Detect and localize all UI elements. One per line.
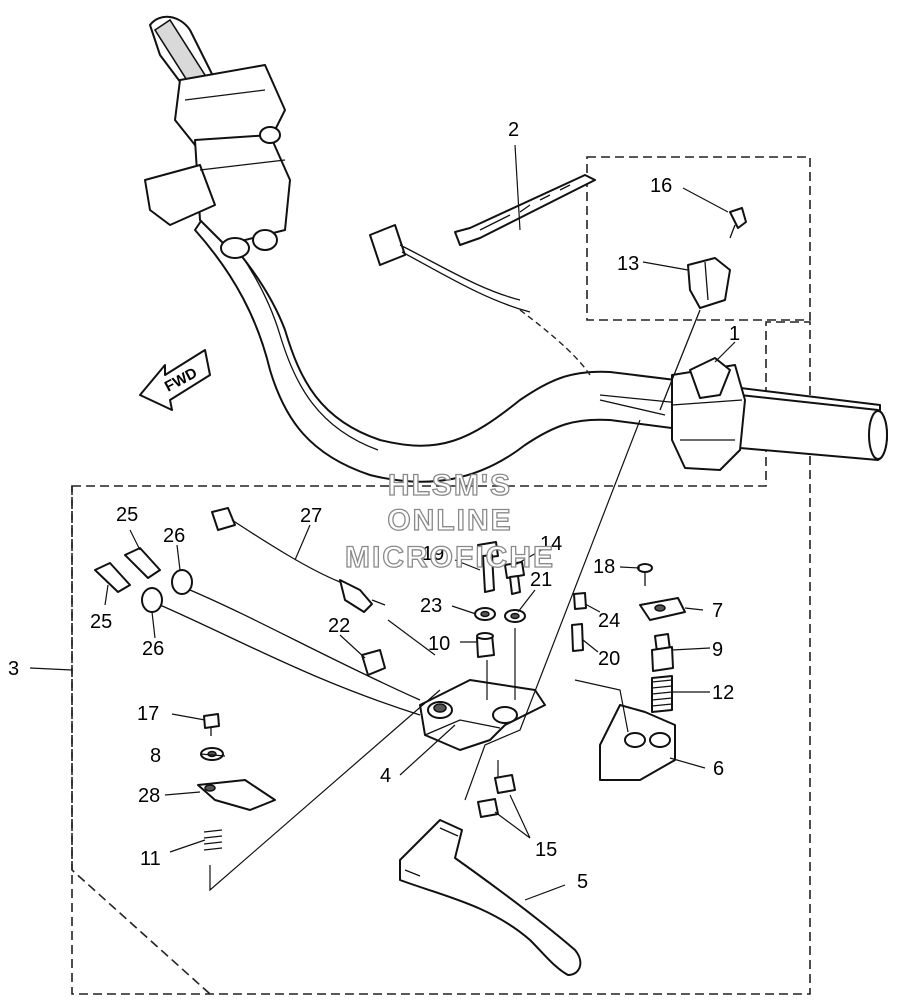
watermark: HLSM'S ONLINE MICROFICHE	[344, 468, 555, 574]
screw-part-16	[729, 207, 747, 239]
screw-part-18	[637, 563, 653, 586]
nuts-part-15	[477, 774, 516, 818]
callout-15: 15	[535, 839, 557, 861]
cable-part-27	[211, 507, 386, 613]
callout-9: 9	[712, 639, 723, 661]
watermark-line-1: HLSM'S	[388, 469, 512, 502]
dowel-part-20	[571, 623, 584, 652]
fwd-arrow: FWD	[139, 349, 211, 411]
callout-7: 7	[712, 600, 723, 622]
collar-part-10	[476, 632, 495, 658]
callout-23: 23	[420, 595, 442, 617]
callout-19: 19	[422, 543, 444, 565]
callout-26-upper: 26	[163, 525, 185, 547]
callout-8: 8	[150, 745, 161, 767]
plate-part-28	[197, 779, 276, 811]
left-grip-assembly	[144, 15, 291, 259]
callout-12: 12	[712, 682, 734, 704]
callout-11: 11	[140, 848, 161, 870]
callout-24: 24	[598, 610, 620, 632]
plate-part-7	[639, 597, 686, 621]
lever-part-5	[399, 819, 582, 976]
callout-13: 13	[617, 253, 639, 275]
callout-6: 6	[713, 758, 724, 780]
callout-3: 3	[8, 658, 19, 680]
adjuster-bolts-part-25	[94, 547, 161, 593]
callout-5: 5	[577, 871, 588, 893]
group-outline-switch	[586, 156, 811, 321]
bolt-part-14	[504, 561, 525, 595]
callout-1: 1	[729, 323, 740, 345]
callout-4: 4	[380, 765, 391, 787]
callout-20: 20	[598, 648, 620, 670]
callout-27: 27	[300, 505, 322, 527]
locknuts-part-26	[141, 569, 421, 716]
cap-part-24	[573, 592, 587, 610]
callout-17: 17	[137, 703, 159, 725]
screw-part-17	[203, 713, 220, 736]
group-outline-lever-assembly	[71, 486, 211, 995]
washer-part-23	[474, 607, 496, 621]
callout-28: 28	[138, 785, 160, 807]
callout-14: 14	[540, 533, 562, 555]
callout-25-upper: 25	[116, 504, 138, 526]
switch-cover-part-13	[659, 257, 731, 411]
switch-bracket-part-6	[599, 704, 676, 781]
callout-26-lower: 26	[142, 638, 164, 660]
callout-2: 2	[508, 119, 519, 141]
right-switch-part-1	[599, 357, 746, 471]
wire-connector	[369, 224, 591, 376]
callout-18: 18	[593, 556, 615, 578]
spring-part-11	[203, 829, 223, 851]
lever-bracket-part-4	[419, 679, 546, 751]
washer-part-21	[504, 609, 526, 623]
bolt-part-19	[477, 541, 499, 593]
watermark-line-2: ONLINE	[387, 504, 512, 537]
group-outline-handlebar-lower	[71, 321, 811, 995]
callout-10: 10	[428, 633, 450, 655]
watermark-line-3: MICROFICHE	[345, 541, 555, 574]
handlebar	[194, 214, 888, 483]
callout-25-lower: 25	[90, 611, 112, 633]
pin-part-9	[651, 633, 674, 672]
callout-22: 22	[328, 615, 350, 637]
grommet-part-22	[361, 649, 386, 676]
callout-16: 16	[650, 175, 672, 197]
cable-tie-part-2	[454, 174, 596, 246]
spring-part-12	[651, 675, 673, 713]
callout-21: 21	[530, 569, 552, 591]
